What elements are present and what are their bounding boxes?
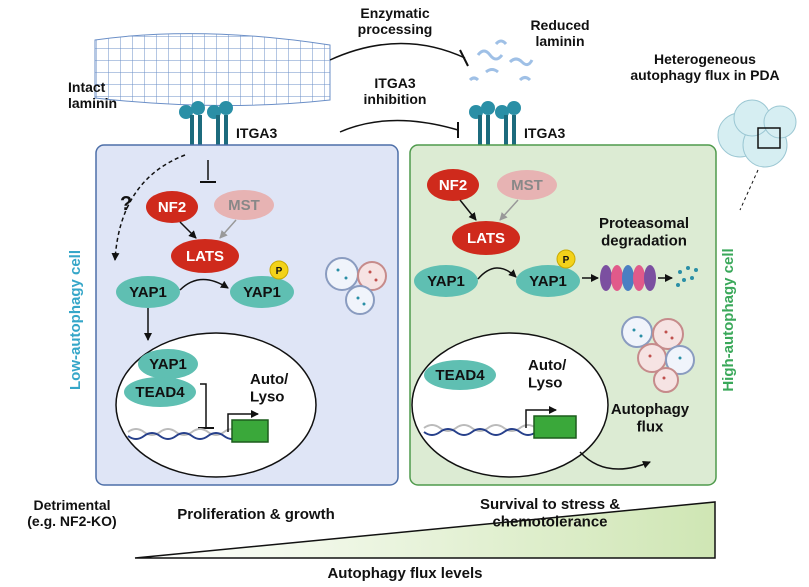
phospho-badge-right — [556, 249, 576, 269]
lats-node-left — [171, 239, 239, 273]
peptide-fragments — [676, 266, 698, 287]
nf2-node-left — [146, 191, 198, 223]
gene-box-left — [231, 419, 269, 443]
question-mark: ? — [120, 193, 132, 215]
yap1-phospho-arrow-right — [477, 267, 517, 280]
tead4-label-right: TEAD4 — [435, 367, 485, 384]
proliferation-label: Proliferation & growth — [177, 506, 335, 523]
high-autophagy-label: High-autophagy cell — [720, 248, 737, 391]
phospho-badge-left — [269, 260, 289, 280]
nf2-to-lats-arrow-left — [179, 221, 197, 239]
autophagy-flux-levels-label: Autophagy flux levels — [327, 565, 482, 582]
itga3-receptor-right — [469, 101, 521, 160]
reduced-laminin-fragments — [468, 39, 534, 82]
nf2-label-right: NF2 — [439, 177, 467, 194]
tead4-inhibit-line-left — [200, 383, 207, 428]
autolysosome-icon-right — [621, 316, 695, 393]
tead4-node-right — [424, 360, 496, 390]
nucleus-right — [411, 332, 609, 478]
detrimental-label: Detrimental(e.g. NF2-KO) — [27, 497, 116, 529]
yap1-nuclear-node — [138, 349, 198, 379]
lats-label-right: LATS — [467, 230, 505, 247]
itga3-right-label: ITGA3 — [524, 125, 565, 141]
question-dashed-path — [111, 154, 186, 261]
yap1-node-right-b — [516, 265, 580, 297]
promoter-arrow-right — [525, 406, 557, 428]
autolysosome-icon-left — [325, 257, 387, 315]
yap1-node-right-a — [414, 265, 478, 297]
yap1-label-left-a: YAP1 — [129, 284, 167, 301]
yap1-label-right-b: YAP1 — [529, 273, 567, 290]
low-autophagy-label: Low-autophagy cell — [67, 250, 84, 390]
lats-node-right — [452, 221, 520, 255]
mst-label-left: MST — [228, 197, 260, 214]
enzymatic-inhibit-arc — [329, 42, 466, 61]
gene-box-right — [533, 415, 577, 439]
yap1-node-left-a — [116, 276, 180, 308]
gene-to-flux-arrow — [579, 451, 651, 470]
auto-lyso-label-left: Auto/Lyso — [250, 371, 289, 405]
yap1-phospho-arrow-left — [179, 278, 229, 291]
itga3-left-label: ITGA3 — [236, 125, 277, 141]
auto-lyso-label-right: Auto/Lyso — [528, 357, 567, 391]
yap1-node-left-b — [230, 276, 294, 308]
enzymatic-inhibit-bar — [459, 49, 469, 67]
phospho-label-right: P — [563, 255, 570, 266]
mst-node-left — [214, 190, 274, 220]
pda-zoom-line — [739, 169, 759, 211]
intact-laminin-mesh — [94, 33, 331, 107]
promoter-arrow-left — [227, 410, 259, 432]
mst-node-right — [497, 170, 557, 200]
autophagy-flux-wedge — [134, 501, 716, 559]
yap1-label-left-b: YAP1 — [243, 284, 281, 301]
survival-label: Survival to stress &chemotolerance — [480, 496, 620, 530]
mst-label-right: MST — [511, 177, 543, 194]
yap1-label-right-a: YAP1 — [427, 273, 465, 290]
proteasome-icon — [600, 265, 656, 291]
tead4-node-left — [124, 377, 196, 407]
yap1-nuclear-label: YAP1 — [149, 356, 187, 373]
mst-to-lats-arrow-left — [219, 219, 237, 239]
mst-to-lats-arrow-right — [499, 199, 519, 221]
itga3-inhibit-arc — [339, 119, 459, 133]
lats-label-left: LATS — [186, 248, 224, 265]
nf2-node-right — [427, 169, 479, 201]
nf2-to-lats-arrow-right — [459, 199, 477, 221]
pda-tissue-icon — [717, 99, 797, 168]
itga3-receptor-left — [179, 101, 233, 160]
phospho-label-left: P — [276, 266, 283, 277]
tead4-label-left: TEAD4 — [135, 384, 185, 401]
nf2-label-left: NF2 — [158, 199, 186, 216]
